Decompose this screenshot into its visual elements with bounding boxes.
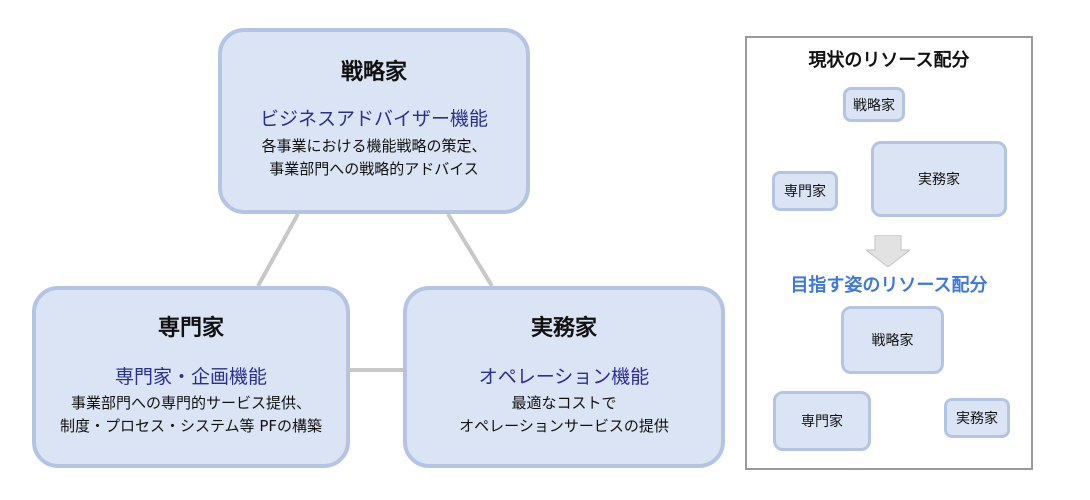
specialist-box: 専門家 専門家・企画機能 事業部門への専門的サービス提供、 制度・プロセス・シス…: [32, 286, 350, 468]
strategist-title: 戦略家: [340, 60, 407, 85]
target-allocation-title: 目指す姿のリソース配分: [790, 275, 988, 296]
practitioner-box: 実務家 オペレーション機能 最適なコストで オペレーションサービスの提供: [403, 286, 725, 468]
current-strategist-box: 戦略家: [843, 87, 905, 122]
current-practitioner-box: 実務家: [871, 141, 1007, 217]
strategist-description: 各事業における機能戦略の策定、 事業部門への戦略的アドバイス: [222, 135, 526, 181]
strategist-description-line: 事業部門への戦略的アドバイス: [269, 160, 479, 178]
current-specialist-box: 専門家: [772, 171, 838, 211]
practitioner-title: 実務家: [530, 316, 597, 341]
specialist-title: 専門家: [157, 316, 224, 341]
connector-strategist-practitioner: [446, 212, 494, 288]
connector-strategist-specialist: [256, 213, 300, 287]
target-specialist-box: 専門家: [773, 391, 871, 451]
target-practitioner-box: 実務家: [944, 398, 1010, 438]
practitioner-description-line: オペレーションサービスの提供: [459, 417, 669, 435]
practitioner-description: 最適なコストで オペレーションサービスの提供: [407, 392, 721, 438]
specialist-description-line: 事業部門への専門的サービス提供、: [70, 394, 311, 412]
practitioner-function: オペレーション機能: [478, 366, 650, 388]
current-allocation-title: 現状のリソース配分: [808, 50, 970, 71]
specialist-description-line: 制度・プロセス・システム等 PFの構築: [60, 417, 322, 435]
practitioner-description-line: 最適なコストで: [511, 394, 617, 412]
strategist-box: 戦略家 ビジネスアドバイザー機能 各事業における機能戦略の策定、 事業部門への戦…: [218, 28, 530, 214]
specialist-description: 事業部門への専門的サービス提供、 制度・プロセス・システム等 PFの構築: [36, 392, 346, 438]
strategist-function: ビジネスアドバイザー機能: [259, 108, 488, 130]
target-strategist-box: 戦略家: [841, 306, 944, 374]
strategist-description-line: 各事業における機能戦略の策定、: [261, 137, 487, 155]
down-arrow-icon: [866, 235, 910, 267]
specialist-function: 専門家・企画機能: [114, 366, 267, 388]
